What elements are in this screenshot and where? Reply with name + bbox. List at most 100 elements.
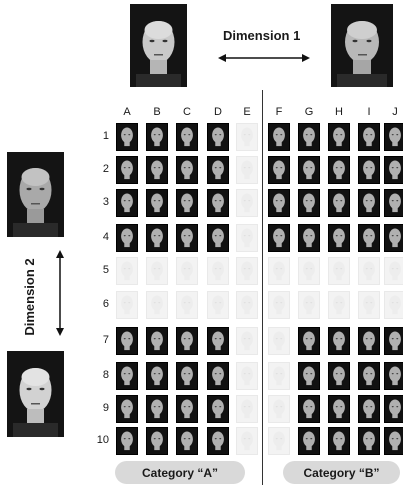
face-cell-c8 [176, 362, 198, 390]
face-cell-e7 [236, 327, 258, 355]
face-thumbnail-icon [212, 431, 224, 451]
face-thumbnail-icon [389, 127, 401, 147]
face-cell-a2 [116, 156, 138, 184]
column-label-i: I [367, 106, 371, 118]
face-cell-g9 [298, 395, 320, 423]
face-cell-i4 [358, 224, 380, 252]
category-divider [262, 90, 263, 485]
face-thumbnail-icon [273, 331, 285, 351]
face-thumbnail-icon [389, 261, 401, 281]
column-label-b: B [153, 106, 161, 118]
face-thumbnail-icon [241, 399, 253, 419]
face-cell-h5 [328, 257, 350, 285]
face-cell-j2 [384, 156, 403, 184]
face-cell-b3 [146, 189, 168, 217]
face-thumbnail-icon [241, 331, 253, 351]
face-thumbnail-icon [303, 228, 315, 248]
face-cell-d9 [207, 395, 229, 423]
face-thumbnail-icon [181, 127, 193, 147]
face-cell-b4 [146, 224, 168, 252]
face-thumbnail-icon [303, 193, 315, 213]
face-cell-i3 [358, 189, 380, 217]
face-cell-g1 [298, 123, 320, 151]
dimension1-double-arrow-icon [218, 54, 310, 62]
face-thumbnail-icon [151, 160, 163, 180]
category-b-label: Category “B” [283, 461, 400, 484]
face-cell-j5 [384, 257, 403, 285]
face-cell-a10 [116, 427, 138, 455]
face-thumbnail-icon [151, 431, 163, 451]
face-thumbnail-icon [121, 160, 133, 180]
face-cell-d8 [207, 362, 229, 390]
face-cell-j4 [384, 224, 403, 252]
face-thumbnail-icon [181, 160, 193, 180]
face-portrait-icon [130, 4, 187, 87]
face-cell-h3 [328, 189, 350, 217]
row-label-10: 10 [96, 434, 109, 446]
face-cell-e5 [236, 257, 258, 285]
face-cell-e6 [236, 291, 258, 319]
face-cell-h7 [328, 327, 350, 355]
face-thumbnail-icon [363, 193, 375, 213]
face-thumbnail-icon [212, 160, 224, 180]
face-thumbnail-icon [151, 127, 163, 147]
face-thumbnail-icon [363, 399, 375, 419]
face-thumbnail-icon [303, 160, 315, 180]
face-thumbnail-icon [212, 127, 224, 147]
face-cell-f6 [268, 291, 290, 319]
face-dimension1-left [130, 4, 187, 87]
face-thumbnail-icon [241, 431, 253, 451]
face-thumbnail-icon [212, 228, 224, 248]
face-thumbnail-icon [241, 366, 253, 386]
face-thumbnail-icon [333, 160, 345, 180]
face-thumbnail-icon [121, 431, 133, 451]
face-cell-f2 [268, 156, 290, 184]
face-cell-f9 [268, 395, 290, 423]
face-cell-f7 [268, 327, 290, 355]
face-cell-d10 [207, 427, 229, 455]
face-cell-a4 [116, 224, 138, 252]
face-thumbnail-icon [363, 127, 375, 147]
face-cell-b1 [146, 123, 168, 151]
face-thumbnail-icon [181, 399, 193, 419]
face-cell-j8 [384, 362, 403, 390]
face-thumbnail-icon [333, 431, 345, 451]
face-cell-j6 [384, 291, 403, 319]
face-thumbnail-icon [273, 127, 285, 147]
face-cell-c3 [176, 189, 198, 217]
face-thumbnail-icon [121, 127, 133, 147]
face-thumbnail-icon [151, 193, 163, 213]
face-cell-g6 [298, 291, 320, 319]
face-thumbnail-icon [363, 366, 375, 386]
face-cell-b10 [146, 427, 168, 455]
column-label-f: F [275, 106, 283, 118]
face-thumbnail-icon [121, 331, 133, 351]
face-thumbnail-icon [181, 431, 193, 451]
face-cell-h4 [328, 224, 350, 252]
face-dimension1-right [331, 4, 393, 87]
face-thumbnail-icon [151, 261, 163, 281]
face-cell-c2 [176, 156, 198, 184]
dimension1-label: Dimension 1 [223, 28, 301, 43]
face-cell-j10 [384, 427, 403, 455]
face-cell-g5 [298, 257, 320, 285]
face-thumbnail-icon [121, 228, 133, 248]
face-thumbnail-icon [181, 331, 193, 351]
face-cell-a7 [116, 327, 138, 355]
face-cell-a9 [116, 395, 138, 423]
face-cell-f10 [268, 427, 290, 455]
face-cell-f5 [268, 257, 290, 285]
face-cell-h1 [328, 123, 350, 151]
face-cell-d4 [207, 224, 229, 252]
face-cell-i1 [358, 123, 380, 151]
face-cell-i6 [358, 291, 380, 319]
column-label-d: D [214, 106, 222, 118]
face-cell-j3 [384, 189, 403, 217]
face-thumbnail-icon [151, 366, 163, 386]
face-cell-f4 [268, 224, 290, 252]
face-thumbnail-icon [273, 228, 285, 248]
face-cell-a3 [116, 189, 138, 217]
face-cell-h6 [328, 291, 350, 319]
face-cell-i9 [358, 395, 380, 423]
face-thumbnail-icon [333, 399, 345, 419]
